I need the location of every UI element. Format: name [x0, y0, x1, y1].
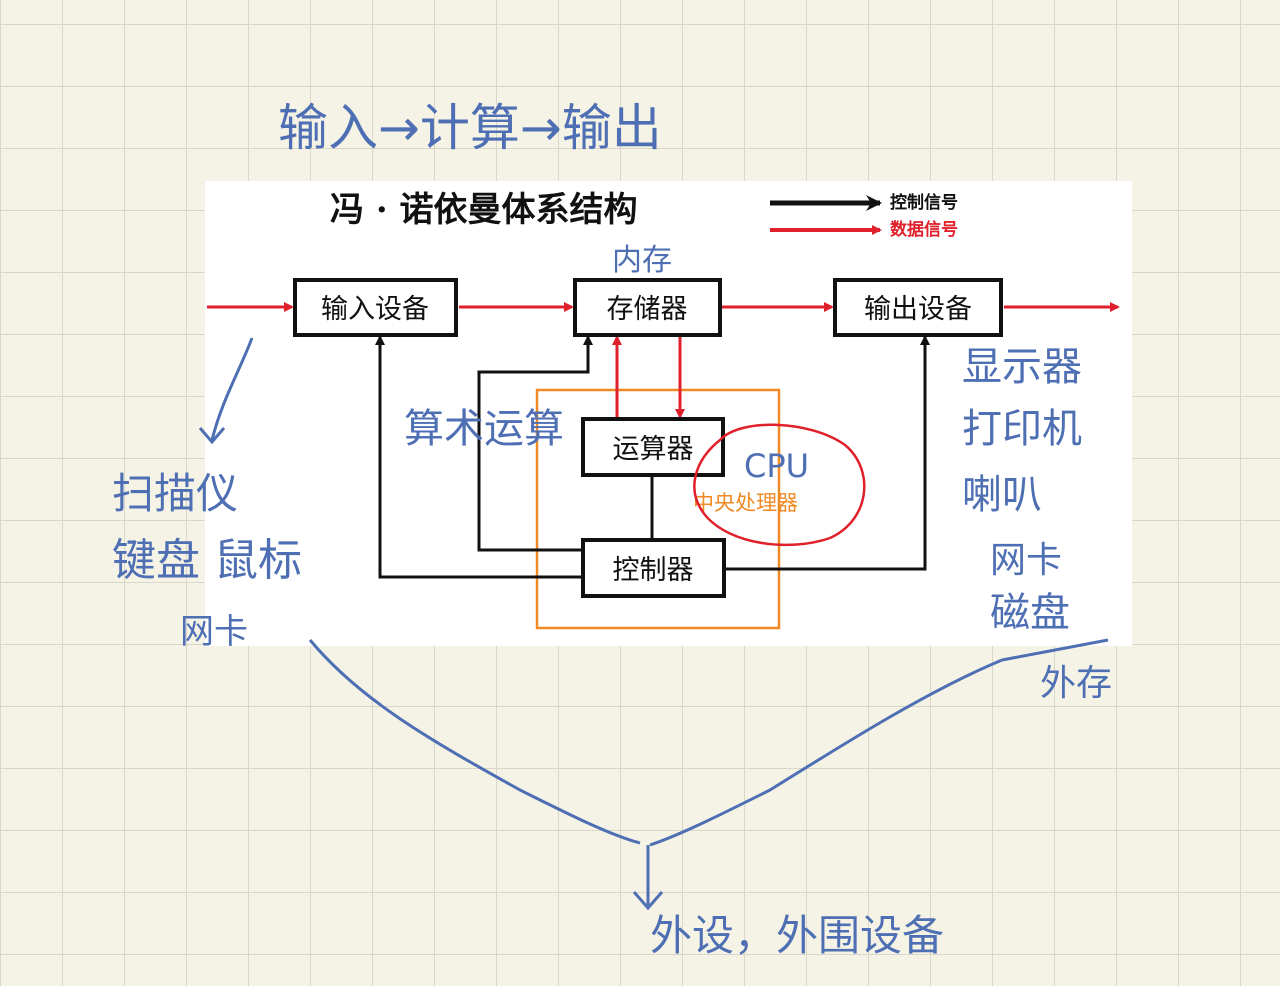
data-flow — [207, 302, 1120, 419]
box-controller: 控制器 — [581, 538, 726, 598]
box-alu: 运算器 — [581, 417, 725, 477]
cpu-frame — [535, 388, 781, 630]
diagram-title: 冯 · 诺依曼体系结构 — [330, 190, 638, 230]
output-device-item: 磁盘 — [990, 590, 1070, 636]
box-controller-label: 控制器 — [613, 555, 694, 586]
peripheral-note: 外设，外围设备 — [650, 911, 944, 960]
control-line-input — [375, 335, 583, 579]
output-device-item: 显示器 — [962, 344, 1082, 390]
memory-note: 内存 — [612, 243, 672, 278]
input-devices-list: 扫描仪 键盘 鼠标 网卡 — [112, 469, 302, 652]
alu-note: 算术运算 — [404, 406, 564, 452]
legend: 控制信号 数据信号 — [770, 192, 958, 240]
box-alu-label: 运算器 — [613, 434, 694, 465]
box-input: 输入设备 — [293, 278, 458, 337]
brace-right — [649, 658, 1003, 847]
output-devices-list: 显示器 打印机 喇叭 网卡 磁盘 — [962, 344, 1082, 636]
cpu-note: CPU — [744, 447, 809, 485]
brace-left — [308, 639, 641, 845]
external-storage-note: 外存 — [1040, 663, 1112, 704]
output-device-item: 网卡 — [990, 540, 1062, 581]
control-line-output — [725, 335, 930, 571]
input-device-item: 键盘 鼠标 — [112, 535, 302, 586]
box-output-label: 输出设备 — [864, 294, 972, 325]
box-output: 输出设备 — [833, 278, 1003, 337]
output-device-item: 喇叭 — [962, 472, 1042, 518]
heading-note: 输入→计算→输出 — [278, 99, 662, 157]
brace-arrowhead — [632, 891, 664, 911]
input-device-item: 网卡 — [180, 612, 248, 652]
legend-control-label: 控制信号 — [890, 192, 958, 213]
control-flow — [375, 335, 930, 579]
box-input-label: 输入设备 — [321, 294, 429, 325]
input-pointer-head — [198, 427, 226, 445]
cpu-label: 中央处理器 — [693, 491, 798, 515]
input-device-item: 扫描仪 — [112, 469, 238, 518]
box-memory-label: 存储器 — [607, 294, 688, 325]
control-line-memory — [477, 335, 593, 552]
storage-divider — [1001, 638, 1109, 662]
legend-data-label: 数据信号 — [890, 219, 958, 240]
cpu-circle — [693, 423, 866, 547]
input-pointer-line — [210, 337, 254, 441]
output-device-item: 打印机 — [962, 406, 1082, 452]
box-memory: 存储器 — [573, 278, 722, 337]
